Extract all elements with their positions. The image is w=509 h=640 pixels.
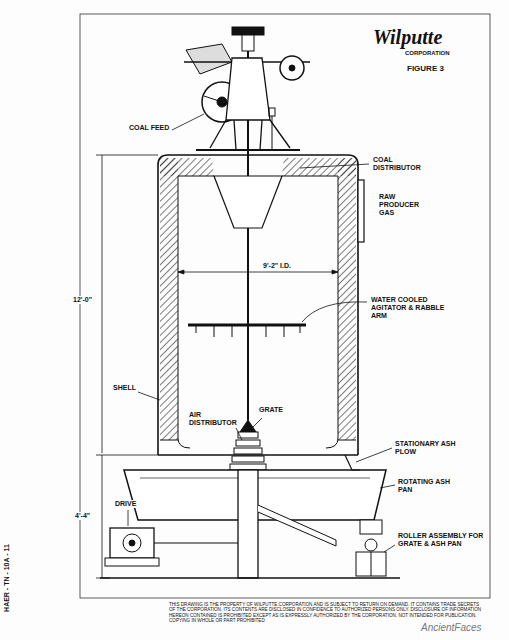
gas-outlet [358, 180, 364, 242]
part-label: AIR DISTRIBUTOR [188, 411, 242, 427]
dimension-label: 12'-0" [72, 296, 93, 304]
shell [158, 155, 358, 455]
spindle-cap [232, 27, 264, 35]
logo: Wilputte [372, 26, 443, 49]
watermark: AncientFaces [420, 622, 483, 634]
archive-number: HAER - TN - 10A - 11 [3, 543, 11, 613]
figure-number: FIGURE 3 [406, 64, 445, 73]
part-label: ROTATING ASH PAN [397, 478, 455, 494]
coal-feed-mechanism [184, 44, 310, 150]
roller-assembly [356, 520, 386, 576]
leader-lines [128, 114, 395, 552]
part-label: WATER COOLED AGITATOR & RABBLE ARM [370, 296, 454, 320]
dimension-label: 4'-4" [74, 512, 91, 520]
part-label: COAL DISTRIBUTOR [372, 156, 436, 172]
confidentiality-note: THIS DRAWING IS THE PROPERTY OF WILPUTTE… [168, 602, 486, 623]
part-label: COAL FEED [128, 124, 170, 132]
logo-subtitle: CORPORATION [404, 50, 451, 57]
part-label: STATIONARY ASH PLOW [394, 440, 462, 456]
part-label: ROLLER ASSEMBLY FOR GRATE & ASH PAN [397, 532, 487, 548]
dimension-lines [96, 155, 338, 578]
part-label: RAW PRODUCER GAS [378, 193, 428, 217]
part-label: SHELL [112, 384, 137, 392]
spindle-head [242, 35, 254, 51]
base-line [100, 577, 400, 579]
dimension-label: 9'-2" I.D. [262, 262, 292, 270]
drive-unit [105, 528, 238, 566]
ash-plow [345, 455, 360, 470]
page-frame [80, 14, 490, 598]
part-label: DRIVE [114, 500, 137, 508]
coal-distributor [214, 176, 282, 228]
grate [230, 420, 266, 470]
rabble-arm [188, 325, 306, 337]
center-column [238, 470, 258, 578]
part-label: GRATE [258, 406, 284, 414]
ash-chute [258, 505, 336, 546]
